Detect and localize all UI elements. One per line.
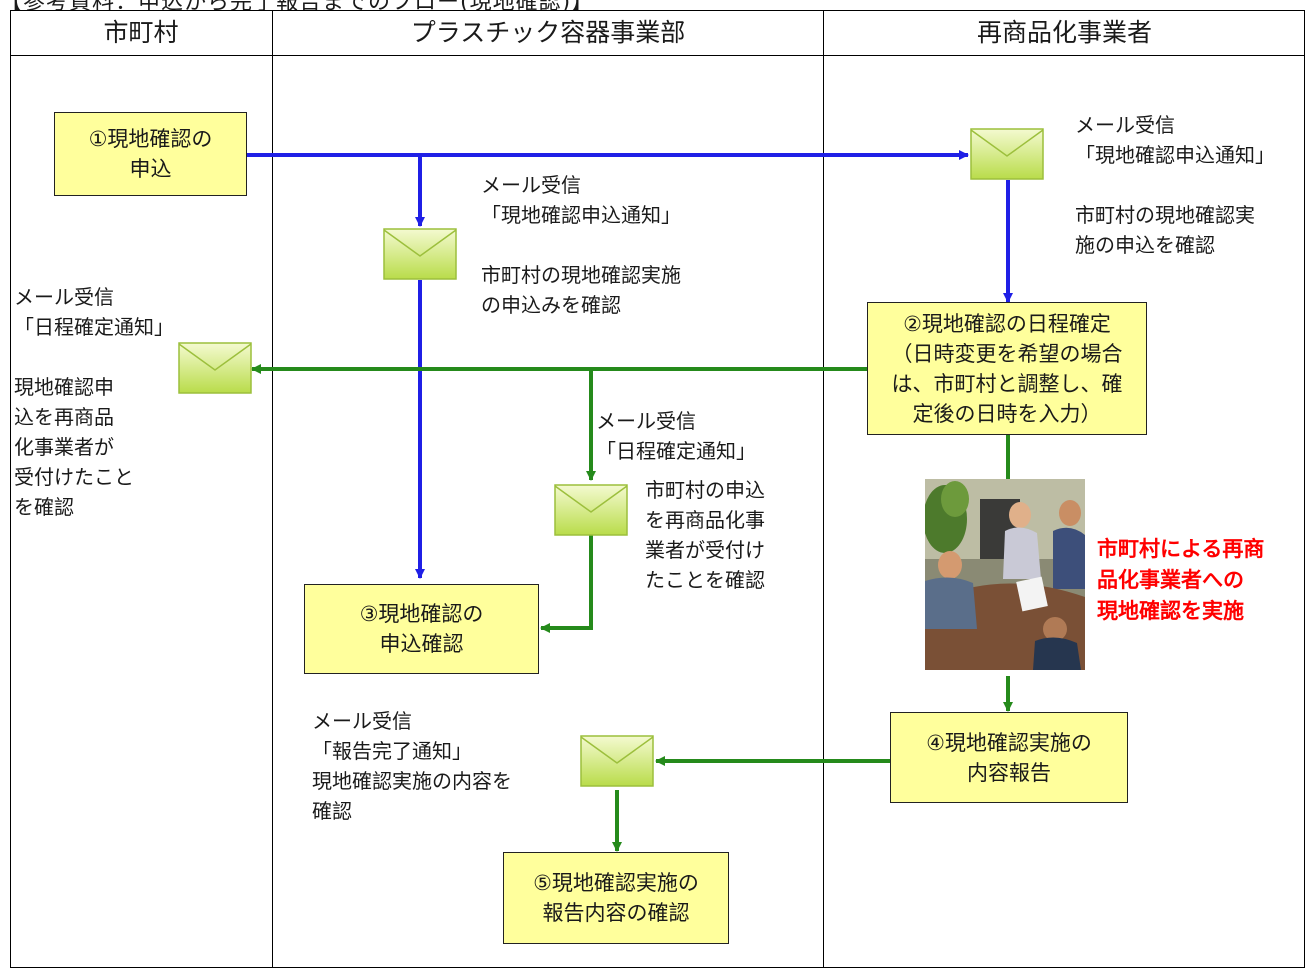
division-accept-note: 市町村の申込 を再商品化事 業者が受付け たことを確認	[645, 478, 765, 592]
recycler-mail-note: メール受信 「現地確認申込通知」 市町村の現地確認実 施の申込を確認	[1075, 113, 1275, 257]
step-5-box: ⑤現地確認実施の 報告内容の確認	[503, 852, 729, 944]
division-schedule-mail-note: メール受信 「日程確定通知」	[596, 409, 756, 463]
arrow-mail-to-step3	[540, 512, 593, 633]
step-1-box: ①現地確認の 申込	[54, 112, 247, 196]
page-title: 【参考資料：申込から完了報告までのフロー(現地確認)】	[0, 0, 1306, 10]
division-mail-note: メール受信 「現地確認申込通知」 市町村の現地確認実施 の申込みを確認	[481, 173, 681, 317]
lane-divider	[823, 10, 824, 968]
envelope-icon	[383, 228, 457, 280]
step-4-box: ④現地確認実施の 内容報告	[890, 712, 1128, 803]
header-divider	[10, 55, 1305, 56]
step-2-box: ②現地確認の日程確定 （日時変更を希望の場合 は、市町村と調整し、確 定後の日時…	[867, 302, 1147, 435]
division-report-mail-note: メール受信 「報告完了通知」 現地確認実施の内容を 確認	[312, 709, 512, 823]
envelope-icon	[554, 484, 628, 536]
meeting-photo	[925, 479, 1085, 670]
lane-title-municipality: 市町村	[103, 18, 179, 47]
green-arrows	[251, 364, 1013, 852]
envelope-icon	[970, 128, 1044, 180]
envelope-icon	[178, 342, 252, 394]
onsite-visit-highlight: 市町村による再商 品化事業者への 現地確認を実施	[1097, 537, 1265, 623]
step-3-box: ③現地確認の 申込確認	[304, 584, 539, 674]
municipality-mail-note: メール受信 「日程確定通知」 現地確認申 込を再商品 化事業者が 受付けたこと …	[14, 285, 174, 519]
blue-arrows	[247, 150, 1013, 579]
lane-divider	[272, 10, 273, 968]
lane-title-recycler: 再商品化事業者	[976, 18, 1152, 47]
envelope-icon	[580, 735, 654, 787]
lane-title-plastic-division: プラスチック容器事業部	[410, 18, 686, 47]
